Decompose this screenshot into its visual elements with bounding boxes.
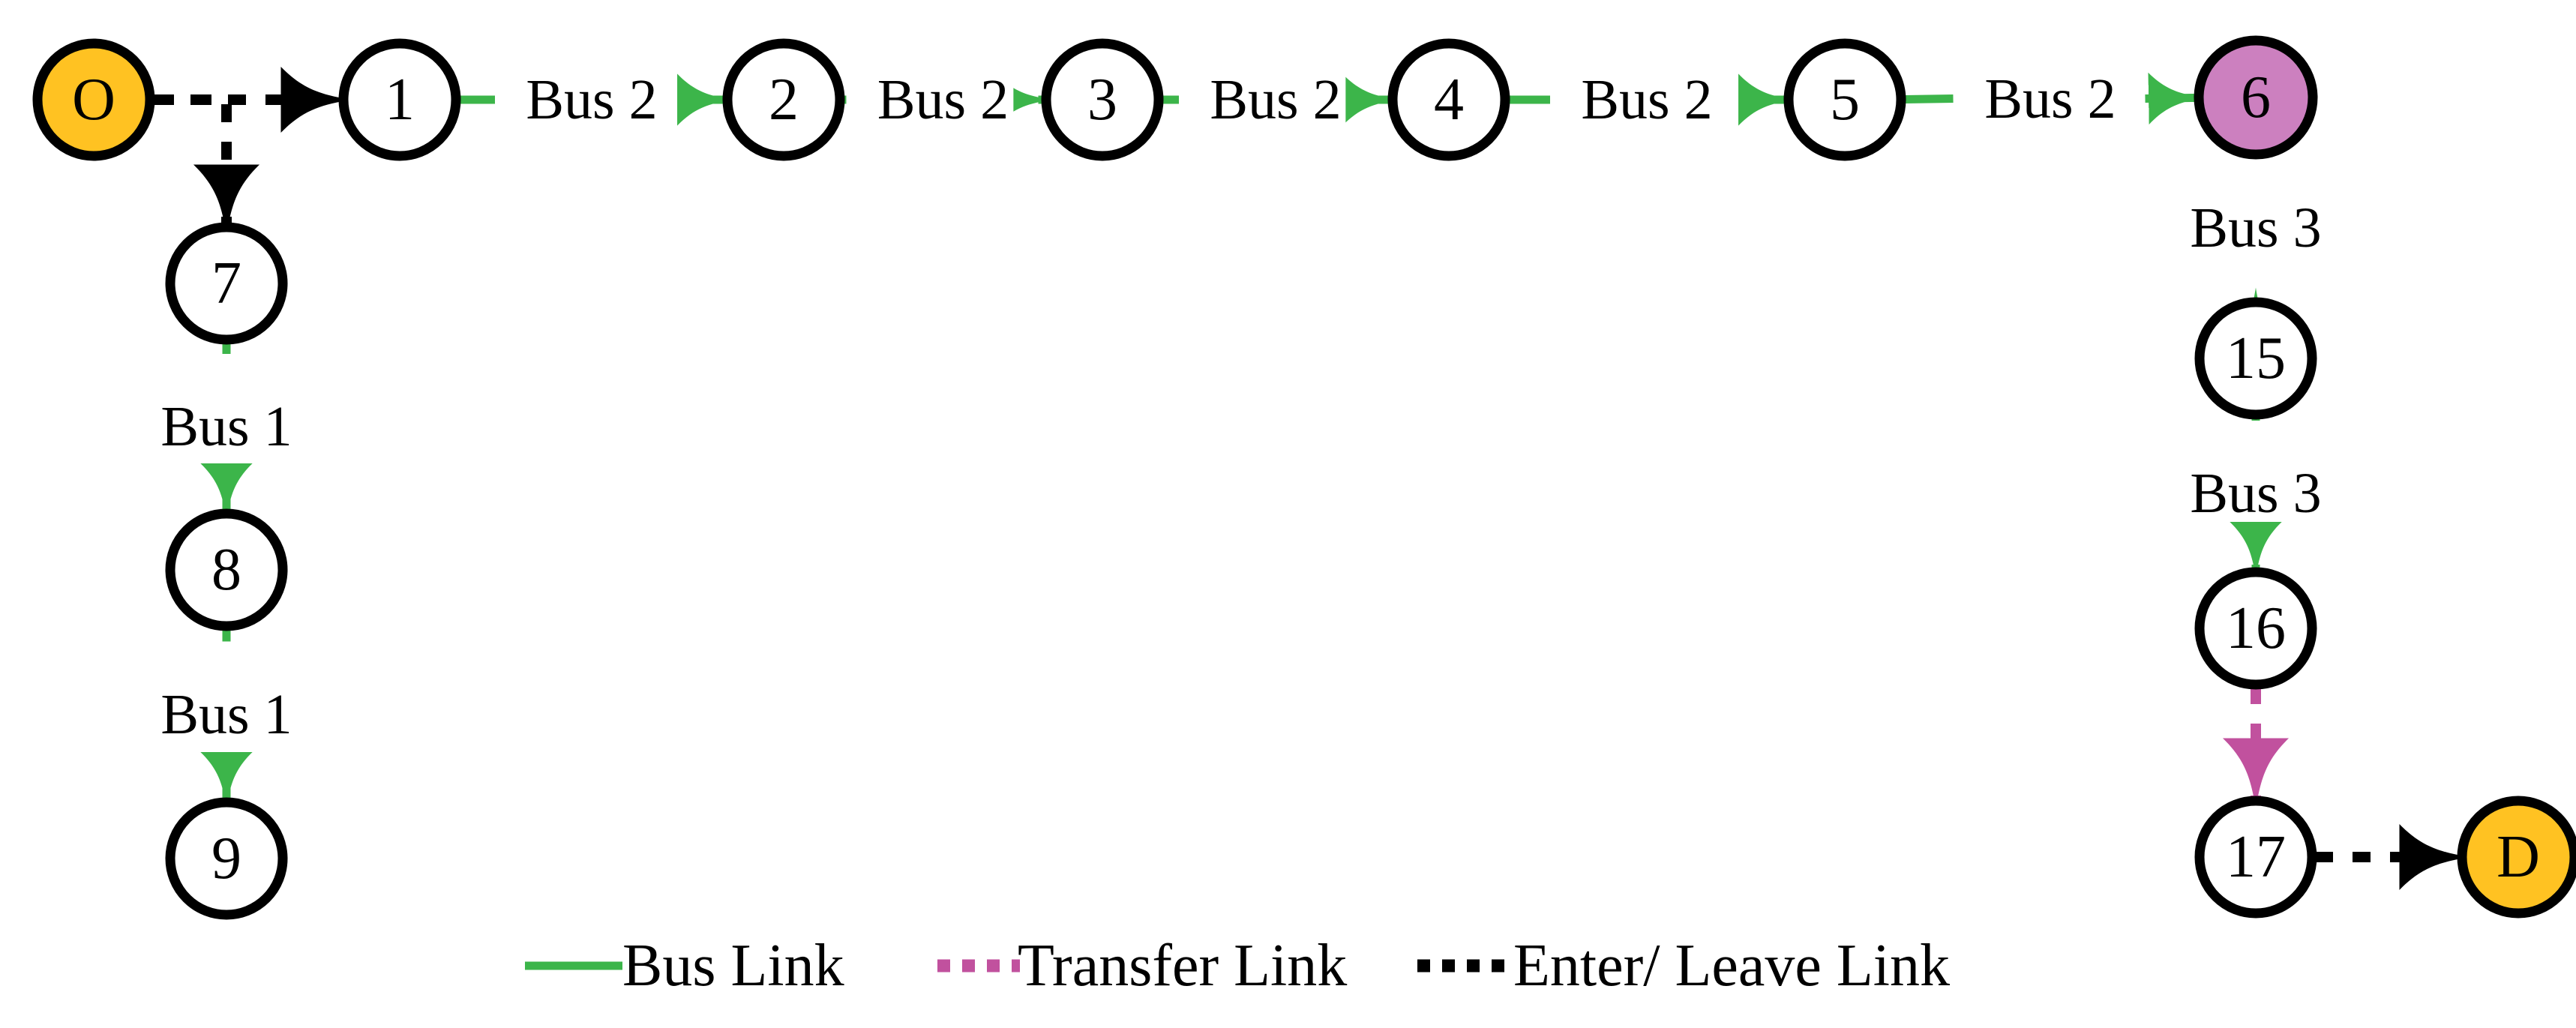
edge-layer: [153, 66, 2471, 891]
node-layer: [32, 35, 2576, 920]
node-8[interactable]: [165, 508, 288, 631]
node-7[interactable]: [165, 222, 288, 345]
node-2[interactable]: [722, 38, 845, 161]
node-15[interactable]: [2194, 297, 2317, 420]
node-9[interactable]: [165, 797, 288, 920]
node-1[interactable]: [338, 38, 461, 161]
node-4[interactable]: [1387, 38, 1510, 161]
node-17[interactable]: [2194, 796, 2317, 919]
node-3[interactable]: [1041, 38, 1164, 161]
node-6[interactable]: [2194, 35, 2318, 160]
edge-5-to-6: [1903, 72, 2205, 125]
node-O[interactable]: [32, 38, 155, 161]
node-5[interactable]: [1783, 38, 1906, 161]
node-D[interactable]: [2457, 796, 2576, 919]
edge-O-to-7: [156, 94, 260, 236]
node-16[interactable]: [2194, 567, 2317, 690]
